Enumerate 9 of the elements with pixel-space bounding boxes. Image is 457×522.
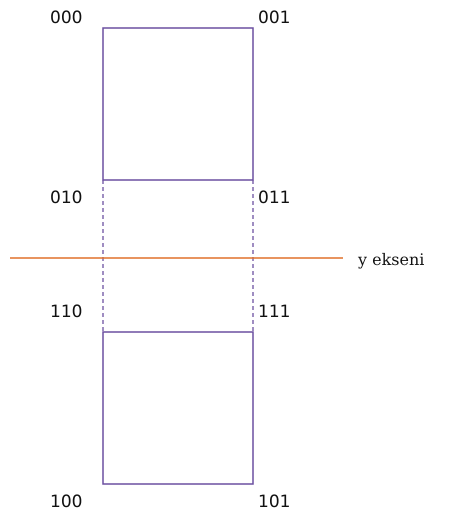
corner-label: 011 bbox=[258, 188, 290, 208]
corner-label: 000 bbox=[50, 8, 82, 28]
corner-label: 111 bbox=[258, 302, 290, 322]
corner-label: 110 bbox=[50, 302, 82, 322]
corner-label: 100 bbox=[50, 492, 82, 512]
corner-label: 001 bbox=[258, 8, 290, 28]
corner-label: 010 bbox=[50, 188, 82, 208]
corner-label: 101 bbox=[258, 492, 290, 512]
axis-label: y ekseni bbox=[358, 250, 424, 270]
